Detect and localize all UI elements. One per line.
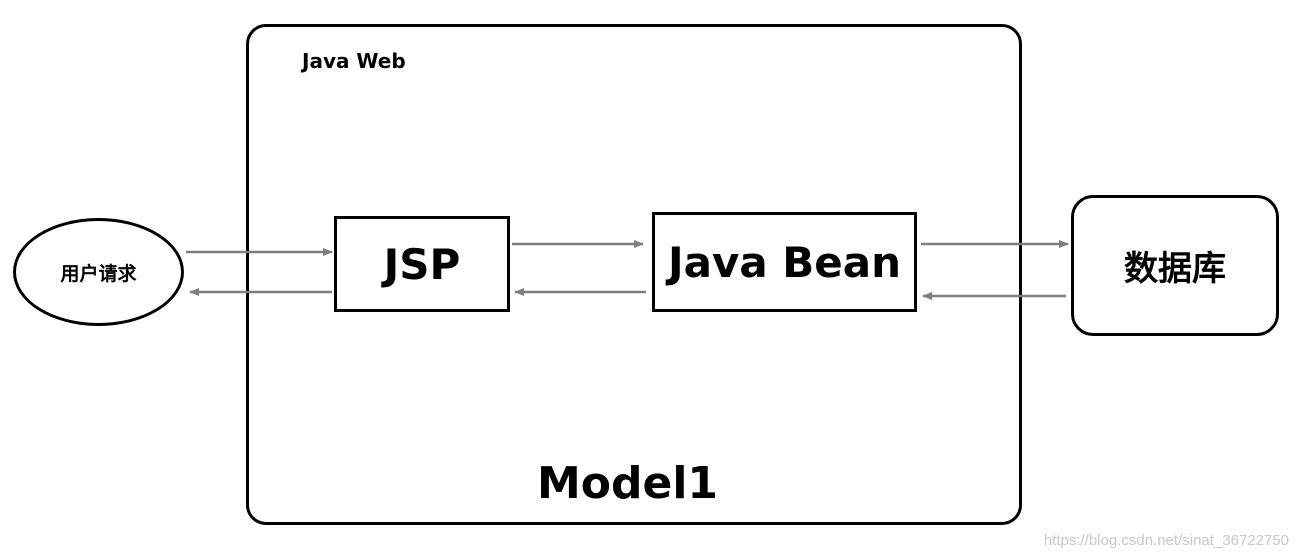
java-bean-node: Java Bean [652, 212, 917, 312]
user-request-node: 用户请求 [13, 218, 184, 326]
jsp-label: JSP [383, 239, 461, 289]
model-caption: Model1 [537, 458, 719, 509]
user-request-label: 用户请求 [60, 262, 137, 285]
container-title: Java Web [302, 49, 406, 73]
jsp-node: JSP [334, 216, 510, 312]
watermark: https://blog.csdn.net/sinat_36722750 [1043, 532, 1289, 549]
java-web-container [246, 24, 1022, 525]
database-label: 数据库 [1124, 249, 1226, 289]
java-bean-label: Java Bean [667, 237, 902, 287]
database-node: 数据库 [1071, 195, 1279, 336]
